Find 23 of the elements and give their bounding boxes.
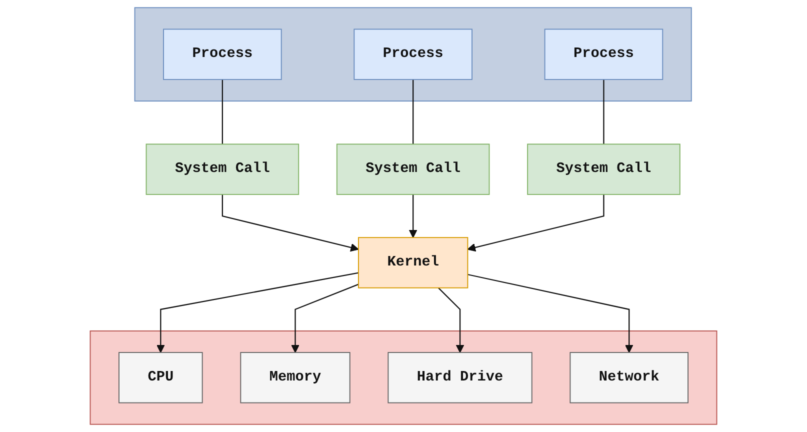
node-box: Process <box>163 28 282 80</box>
cluster <box>134 7 692 102</box>
connector <box>222 80 223 144</box>
arrow <box>156 272 359 353</box>
node-box: System Call <box>527 144 680 195</box>
arrow <box>222 194 359 252</box>
cluster <box>90 330 718 425</box>
node-box: CPU <box>118 352 203 404</box>
connector <box>603 80 604 144</box>
arrow <box>291 284 359 353</box>
node-box: Hard Drive <box>388 352 532 404</box>
node-box: Kernel <box>358 237 468 288</box>
arrow <box>468 274 634 353</box>
connector <box>412 80 414 144</box>
node-box: System Call <box>336 144 490 195</box>
arrow <box>408 194 418 238</box>
node-box: Process <box>544 28 664 80</box>
node-box: System Call <box>146 144 300 195</box>
arrow <box>467 194 604 252</box>
node-box: Memory <box>240 352 350 404</box>
node-box: Network <box>570 352 688 404</box>
node-box: Process <box>354 28 472 80</box>
arrow <box>438 287 464 353</box>
